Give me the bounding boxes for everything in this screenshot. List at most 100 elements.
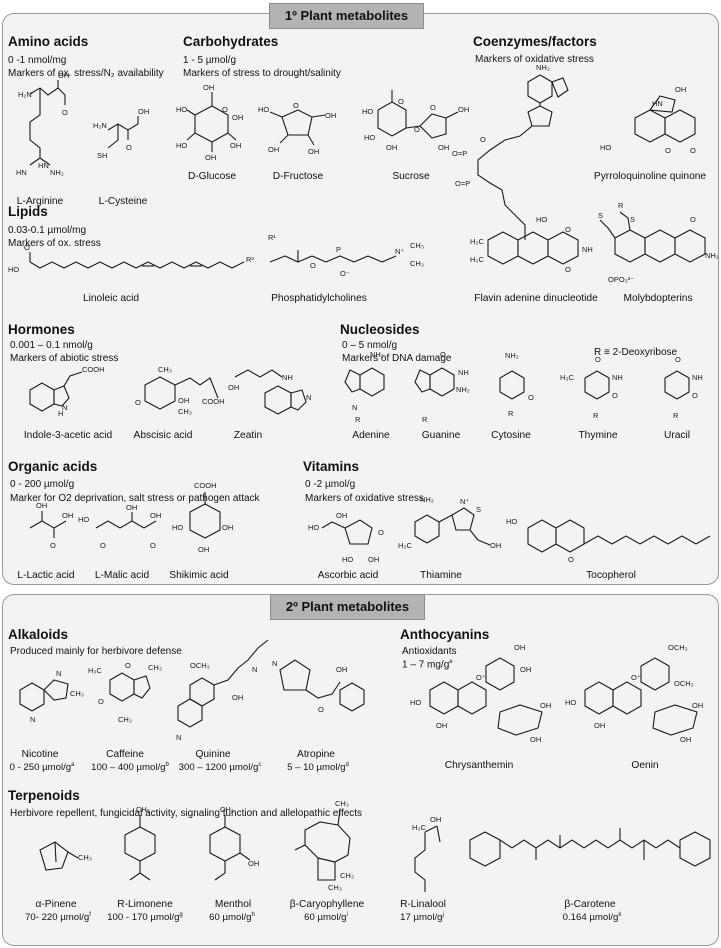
svg-text:NH₂: NH₂ (536, 63, 550, 72)
carotene-label: β-Carotene (564, 899, 616, 910)
svg-text:OH: OH (530, 735, 541, 744)
svg-text:H₃C: H₃C (560, 373, 574, 382)
svg-text:O: O (480, 135, 486, 144)
amino-note: Markers of ox. stress/N₂ availability (8, 68, 164, 79)
menthol-conc: 60 µmol/gh (209, 912, 255, 924)
pinene-conc: 70- 220 µmol/gf (25, 912, 91, 924)
quinine-label: Quinine (195, 749, 231, 760)
caryophyllene-label: β-Caryophyllene (289, 899, 365, 910)
svg-text:S: S (476, 505, 481, 514)
svg-text:OPO₃²⁻: OPO₃²⁻ (608, 275, 634, 284)
svg-text:OH: OH (680, 735, 691, 744)
svg-text:CH₃: CH₃ (136, 805, 150, 814)
nicotine-conc: 0 - 250 µmol/ga (9, 762, 75, 774)
svg-text:O: O (293, 101, 299, 110)
carbs-note: Markers of stress to drought/salinity (183, 68, 341, 79)
anthocyanins-note: Antioxidants (402, 646, 457, 657)
lactic-label: L-Lactic acid (17, 570, 75, 581)
carbs-title: Carbohydrates (183, 34, 279, 49)
quinine-conc: 300 – 1200 µmol/gc (178, 762, 262, 774)
anthocyanins-title: Anthocyanins (400, 627, 490, 642)
svg-text:OH: OH (138, 107, 149, 116)
svg-text:OH: OH (368, 555, 379, 564)
cytosine-label: Cytosine (491, 430, 531, 441)
svg-text:H₂N: H₂N (18, 90, 32, 99)
svg-text:NH₂: NH₂ (370, 350, 384, 359)
caffeine-label: Caffeine (106, 749, 144, 760)
nucleosides-note: Markers of DNA damage (342, 353, 452, 364)
svg-text:H₂N: H₂N (93, 121, 107, 130)
svg-text:O: O (222, 105, 228, 114)
svg-text:R: R (508, 409, 514, 418)
svg-text:O: O (612, 391, 618, 400)
carotene-structure (469, 828, 711, 867)
svg-text:N: N (272, 659, 277, 668)
svg-text:NH₂: NH₂ (505, 351, 519, 360)
organic-title: Organic acids (8, 459, 98, 474)
svg-text:O: O (692, 391, 698, 400)
svg-text:NH: NH (458, 368, 469, 377)
vitamins-conc: 0 -2 µmol/g (305, 479, 356, 490)
svg-text:HN: HN (38, 161, 49, 170)
primary-metabolites-panel (2, 13, 719, 585)
svg-text:OH: OH (540, 701, 551, 710)
svg-text:CH₃: CH₃ (410, 259, 424, 268)
svg-text:O: O (98, 697, 104, 706)
svg-text:O: O (430, 103, 436, 112)
svg-text:OH: OH (386, 143, 397, 152)
svg-text:R: R (355, 415, 361, 424)
svg-text:O: O (440, 350, 446, 359)
vitamins-note: Markers of oxidative stress (305, 493, 424, 504)
svg-text:N: N (352, 403, 357, 412)
svg-text:O: O (568, 555, 574, 564)
svg-text:NH: NH (582, 245, 593, 254)
svg-text:O: O (125, 661, 131, 670)
svg-text:COOH: COOH (194, 481, 217, 490)
pinene-label: α-Pinene (35, 899, 77, 910)
ascorbic-label: Ascorbic acid (317, 570, 379, 581)
svg-text:OH: OH (203, 83, 214, 92)
svg-text:P: P (336, 245, 341, 254)
svg-text:N: N (30, 715, 35, 724)
svg-text:OH: OH (675, 85, 686, 94)
svg-text:O: O (565, 265, 571, 274)
svg-text:OCH₃: OCH₃ (668, 643, 688, 652)
svg-text:S: S (630, 215, 635, 224)
svg-text:HO: HO (258, 105, 269, 114)
svg-text:OH: OH (692, 701, 703, 710)
atropine-conc: 5 – 10 µmol/gd (287, 762, 349, 774)
svg-text:O=P: O=P (455, 179, 470, 188)
svg-text:N: N (252, 665, 257, 674)
coenz-title: Coenzymes/factors (473, 34, 597, 49)
svg-text:O: O (50, 541, 56, 550)
iaa-label: Indole-3-acetic acid (23, 430, 113, 441)
hormones-title: Hormones (8, 322, 75, 337)
svg-text:H: H (58, 409, 63, 418)
svg-text:CH₃: CH₃ (70, 689, 84, 698)
aba-label: Abscisic acid (133, 430, 193, 441)
svg-text:OH: OH (198, 545, 209, 554)
svg-text:OH: OH (232, 693, 243, 702)
svg-text:CH₃: CH₃ (328, 883, 342, 892)
arginine-label: L-Arginine (16, 196, 64, 207)
svg-text:NH₂: NH₂ (50, 168, 64, 177)
svg-text:OH: OH (336, 665, 347, 674)
svg-text:OH: OH (268, 145, 279, 154)
svg-text:CH₃: CH₃ (118, 715, 132, 724)
svg-text:COOH: COOH (202, 397, 225, 406)
linalool-conc: 17 µmol/gj (400, 912, 444, 924)
svg-text:OH: OH (248, 859, 259, 868)
